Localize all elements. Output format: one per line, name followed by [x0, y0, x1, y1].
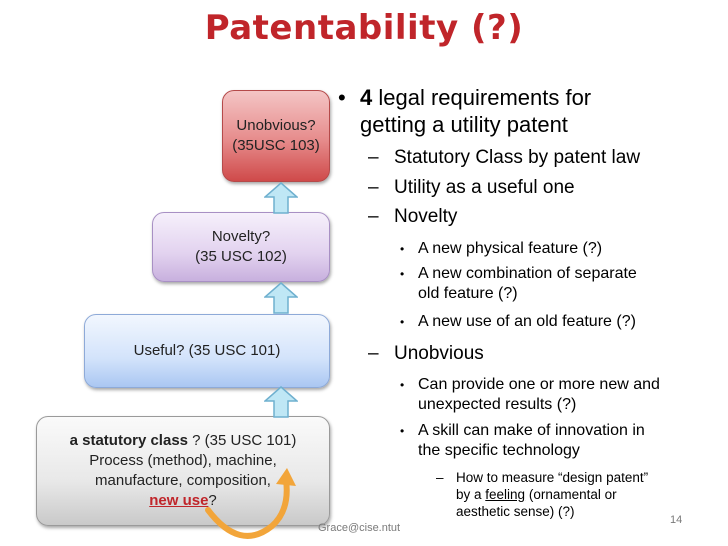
unobvious-box-line1: Unobvious? — [236, 116, 315, 136]
novelty-sub-2a: A new combination of separate — [418, 264, 720, 284]
utility-item: Utility as a useful one — [394, 176, 724, 200]
unobvious-box-line2: (35USC 103) — [232, 136, 320, 156]
novelty-box-line2: (35 USC 102) — [195, 247, 287, 267]
novelty-box: Novelty? (35 USC 102) — [152, 212, 330, 282]
unobvious-sub-2b: the specific technology — [418, 441, 720, 461]
bullet-dot-icon: • — [400, 264, 404, 284]
unobvious-sub-1a: Can provide one or more new and — [418, 375, 720, 395]
unobvious-sub-2a: A skill can make of innovation in — [418, 421, 720, 441]
design-patent-line-a: How to measure “design patent” — [456, 469, 696, 486]
statutory-class-label: a statutory class — [70, 432, 188, 449]
bullet-dot-icon: • — [400, 421, 404, 441]
dash-icon: – — [368, 176, 379, 200]
page-number: 14 — [670, 514, 682, 526]
bullet-dot-icon: • — [400, 375, 404, 395]
dash-icon: – — [368, 205, 379, 229]
footer-email: Grace@cise.ntut — [318, 522, 400, 534]
unobvious-box: Unobvious? (35USC 103) — [222, 90, 330, 182]
statutory-class-ref: ? (35 USC 101) — [188, 432, 296, 449]
useful-box-label: Useful? (35 USC 101) — [134, 341, 281, 361]
bullet-dot-icon: • — [400, 312, 404, 332]
up-arrow-icon — [264, 386, 298, 418]
dash-icon: – — [368, 342, 379, 366]
novelty-item: Novelty — [394, 205, 724, 229]
main-bullet-text-a: legal requirements for — [372, 85, 591, 110]
bullet-dot-icon: • — [338, 84, 346, 111]
curved-arrow-icon — [190, 466, 310, 546]
feeling-word: feeling — [485, 487, 525, 502]
requirements-count: 4 — [360, 85, 372, 110]
bullet-dot-icon: • — [400, 239, 404, 259]
up-arrow-icon — [264, 282, 298, 314]
novelty-sub-3: A new use of an old feature (?) — [418, 312, 720, 332]
design-patent-line-b-post: (ornamental or — [525, 487, 617, 502]
unobvious-sub-1b: unexpected results (?) — [418, 395, 720, 415]
main-bullet-text-b: getting a utility patent — [360, 111, 720, 138]
novelty-sub-2b: old feature (?) — [418, 284, 720, 304]
design-patent-line-b-pre: by a — [456, 487, 485, 502]
dash-icon: – — [368, 146, 379, 170]
design-patent-line-c: aesthetic sense) (?) — [456, 503, 696, 520]
statutory-box-line1: a statutory class ? (35 USC 101) — [70, 431, 297, 451]
up-arrow-icon — [264, 182, 298, 214]
page-title: Patentability (?) — [0, 8, 728, 48]
useful-box: Useful? (35 USC 101) — [84, 314, 330, 388]
dash-icon: – — [436, 469, 444, 486]
statutory-item: Statutory Class by patent law — [394, 146, 724, 170]
novelty-box-line1: Novelty? — [212, 227, 270, 247]
novelty-sub-1: A new physical feature (?) — [418, 239, 720, 259]
unobvious-item: Unobvious — [394, 342, 724, 366]
